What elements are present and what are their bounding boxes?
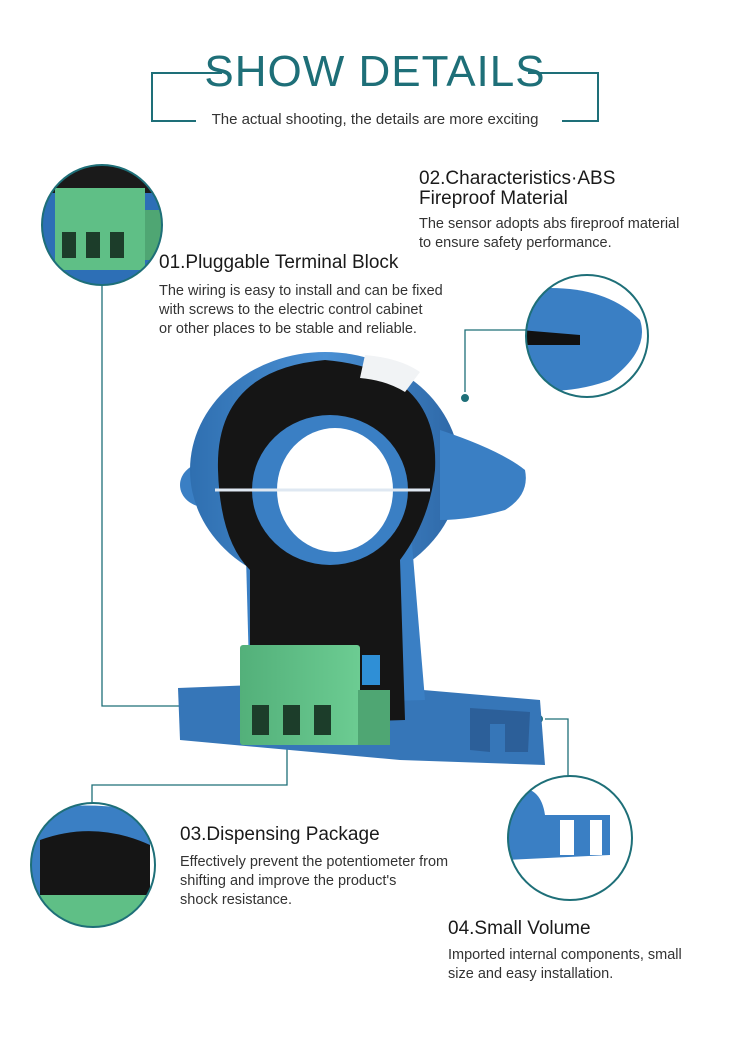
feature-description: Imported internal components, small size… (448, 946, 743, 984)
feature-description-line: size and easy installation. (448, 965, 614, 982)
feature-description-line: shifting and improve the product's (180, 872, 397, 889)
detail-dispensing (31, 803, 155, 927)
feature-description: Effectively prevent the potentiometer fr… (180, 853, 510, 910)
detail-volume (508, 776, 632, 900)
feature-description-line: Effectively prevent the potentiometer fr… (180, 853, 449, 870)
feature-description-line: Imported internal components, small (448, 946, 682, 963)
feature-description-line: The sensor adopts abs fireproof material (419, 215, 680, 232)
feature-abs-material: 02.Characteristics·ABS Fireproof Materia… (419, 169, 739, 253)
feature-description-line: or other places to be stable and reliabl… (159, 320, 417, 337)
detail-abs (526, 275, 648, 397)
page-subtitle: The actual shooting, the details are mor… (211, 111, 539, 128)
header-frame (151, 72, 599, 122)
feature-dispensing-package: 03.Dispensing Package Effectively preven… (180, 825, 510, 909)
feature-title: 01.Pluggable Terminal Block (159, 252, 399, 273)
feature-description-line: The wiring is easy to install and can be… (159, 282, 443, 299)
feature-small-volume: 04.Small Volume Imported internal compon… (448, 919, 743, 984)
feature-terminal-block: 01.Pluggable Terminal Block The wiring i… (159, 253, 499, 338)
feature-description: The sensor adopts abs fireproof material… (419, 215, 739, 253)
feature-title: 02.Characteristics·ABS Fireproof Materia… (419, 169, 739, 209)
feature-description: The wiring is easy to install and can be… (159, 282, 499, 339)
feature-description-line: to ensure safety performance. (419, 234, 612, 251)
feature-title: 04.Small Volume (448, 918, 591, 939)
detail-terminal (42, 165, 162, 285)
page-title: SHOW DETAILS (204, 47, 546, 96)
sensor-body (178, 352, 545, 765)
feature-title-line: 02.Characteristics·ABS (419, 168, 616, 189)
feature-title: 03.Dispensing Package (180, 824, 380, 845)
feature-description-line: shock resistance. (180, 891, 293, 908)
feature-title-line: Fireproof Material (419, 187, 568, 209)
feature-description-line: with screws to the electric control cabi… (159, 301, 423, 318)
